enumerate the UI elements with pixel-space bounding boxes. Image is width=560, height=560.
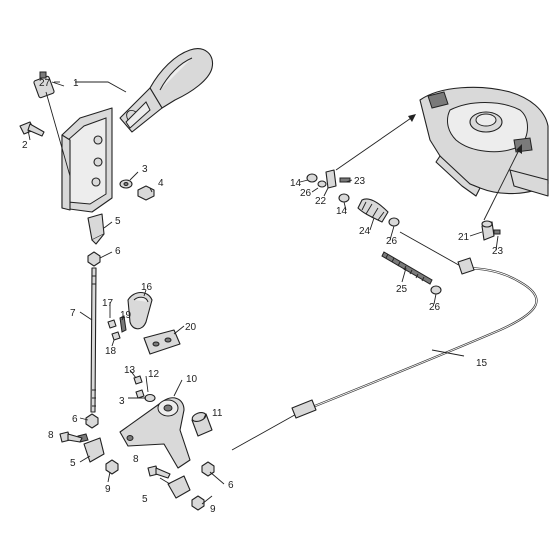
threaded-rod-part xyxy=(90,267,97,413)
callout-9-right: 9 xyxy=(210,504,216,515)
callout-24: 24 xyxy=(359,226,371,237)
microswitch-part xyxy=(33,71,65,99)
bell-crank-part xyxy=(119,397,191,469)
fitting-cluster-upper xyxy=(306,169,351,203)
knob-part xyxy=(127,291,153,330)
callout-19: 19 xyxy=(120,310,132,321)
callout-3-lower: 3 xyxy=(119,396,125,407)
bolt-part-lower-right xyxy=(147,465,171,479)
callout-3: 3 xyxy=(142,164,148,175)
callout-23-lower: 23 xyxy=(492,246,504,257)
callout-14-lower: 14 xyxy=(336,206,348,217)
callout-13: 13 xyxy=(124,365,136,376)
callout-26-mid: 26 xyxy=(386,236,398,247)
callout-leaders xyxy=(27,81,499,505)
small-bolts-12-13 xyxy=(133,375,156,403)
washer-part-26-lower xyxy=(430,285,442,295)
callout-5-bottom: 5 xyxy=(142,494,148,505)
callout-18: 18 xyxy=(105,346,117,357)
callout-1: 1 xyxy=(73,78,79,89)
washer-nut-parts xyxy=(119,179,155,201)
fitting-part-21 xyxy=(481,220,501,241)
callout-5-top: 5 xyxy=(115,216,121,227)
callout-6-bottom: 6 xyxy=(228,480,234,491)
gearbox-housing-part xyxy=(419,86,549,197)
callout-numbers: 27 1 2 3 4 5 6 7 16 17 19 18 20 13 12 3 … xyxy=(22,78,504,515)
clevis-top-part xyxy=(87,213,105,245)
callout-22: 22 xyxy=(315,196,327,207)
callout-10: 10 xyxy=(186,374,198,385)
spring-part xyxy=(381,251,433,285)
pointer-arrows xyxy=(335,114,522,221)
callout-26-lower: 26 xyxy=(429,302,441,313)
hand-lever-assembly xyxy=(61,48,214,213)
callout-12: 12 xyxy=(148,369,160,380)
cable-part xyxy=(231,231,538,451)
nut-part-lower-left xyxy=(105,459,119,475)
callout-14-upper: 14 xyxy=(290,178,302,189)
callout-2: 2 xyxy=(22,140,28,151)
plate-part xyxy=(143,329,181,355)
callout-16: 16 xyxy=(141,282,153,293)
callout-6-mid: 6 xyxy=(72,414,78,425)
callout-25: 25 xyxy=(396,284,408,295)
callout-27: 27 xyxy=(39,78,51,89)
callout-26-upper: 26 xyxy=(300,188,312,199)
small-parts-17-18-19 xyxy=(107,315,127,341)
nut-part-mid xyxy=(85,413,99,429)
callout-8-right: 8 xyxy=(133,454,139,465)
bellows-part xyxy=(357,198,389,223)
callout-23-upper: 23 xyxy=(354,176,366,187)
bolt-part xyxy=(19,121,45,137)
callout-9-left: 9 xyxy=(105,484,111,495)
callout-4: 4 xyxy=(158,178,164,189)
callout-8-left: 8 xyxy=(48,430,54,441)
bolt-part-lower-left xyxy=(59,431,83,443)
callout-15: 15 xyxy=(476,358,488,369)
callout-11: 11 xyxy=(212,408,223,419)
nut-part-top xyxy=(87,251,101,267)
clevis-lower-right-part xyxy=(167,475,191,499)
callout-6-top: 6 xyxy=(115,246,121,257)
callout-7: 7 xyxy=(70,308,76,319)
callout-21: 21 xyxy=(458,232,470,243)
callout-17: 17 xyxy=(102,298,114,309)
callout-5-mid: 5 xyxy=(70,458,76,469)
callout-20: 20 xyxy=(185,322,197,333)
bushing-part xyxy=(191,411,213,437)
washer-part-26-mid xyxy=(388,217,400,227)
nut-part-bottom xyxy=(191,495,205,511)
